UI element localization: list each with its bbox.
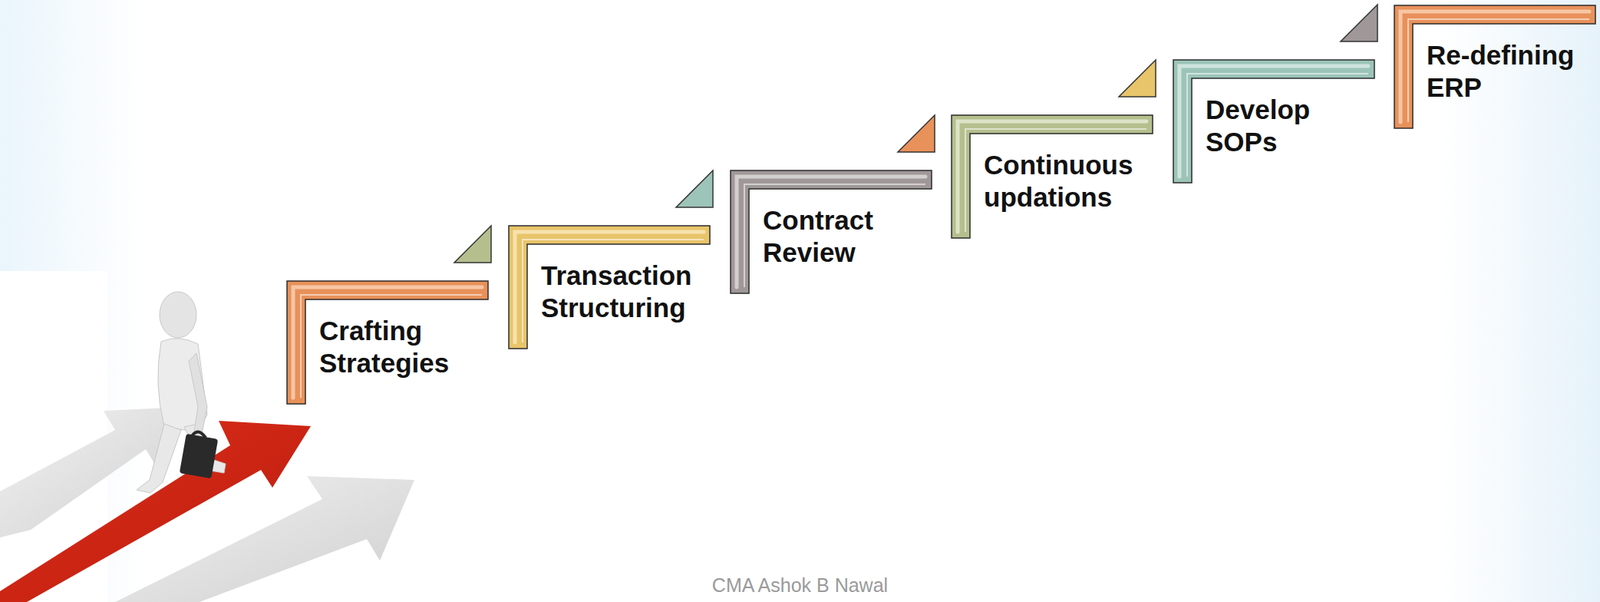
step-bracket: Develop SOPs <box>1173 59 1375 183</box>
step-bracket: Crafting Strategies <box>287 280 489 404</box>
step-bracket: Contract Review <box>730 170 932 294</box>
red-arrow <box>0 420 311 602</box>
step-label: Crafting Strategies <box>319 314 482 380</box>
walking-figure <box>136 291 226 493</box>
step-bracket: Re-defining ERP <box>1394 5 1596 129</box>
step-label: Contract Review <box>762 204 926 269</box>
step-label: Develop SOPs <box>1205 93 1369 159</box>
author-credit: CMA Ashok B Nawal <box>0 574 1600 597</box>
step-bracket: Continuous updations <box>951 115 1153 238</box>
step-label: Re-defining ERP <box>1426 39 1590 104</box>
step-label: Continuous updations <box>983 148 1147 214</box>
step-label: Transaction Structuring <box>541 259 704 324</box>
step-bracket: Transaction Structuring <box>508 225 710 349</box>
step-triangles <box>454 4 1378 263</box>
